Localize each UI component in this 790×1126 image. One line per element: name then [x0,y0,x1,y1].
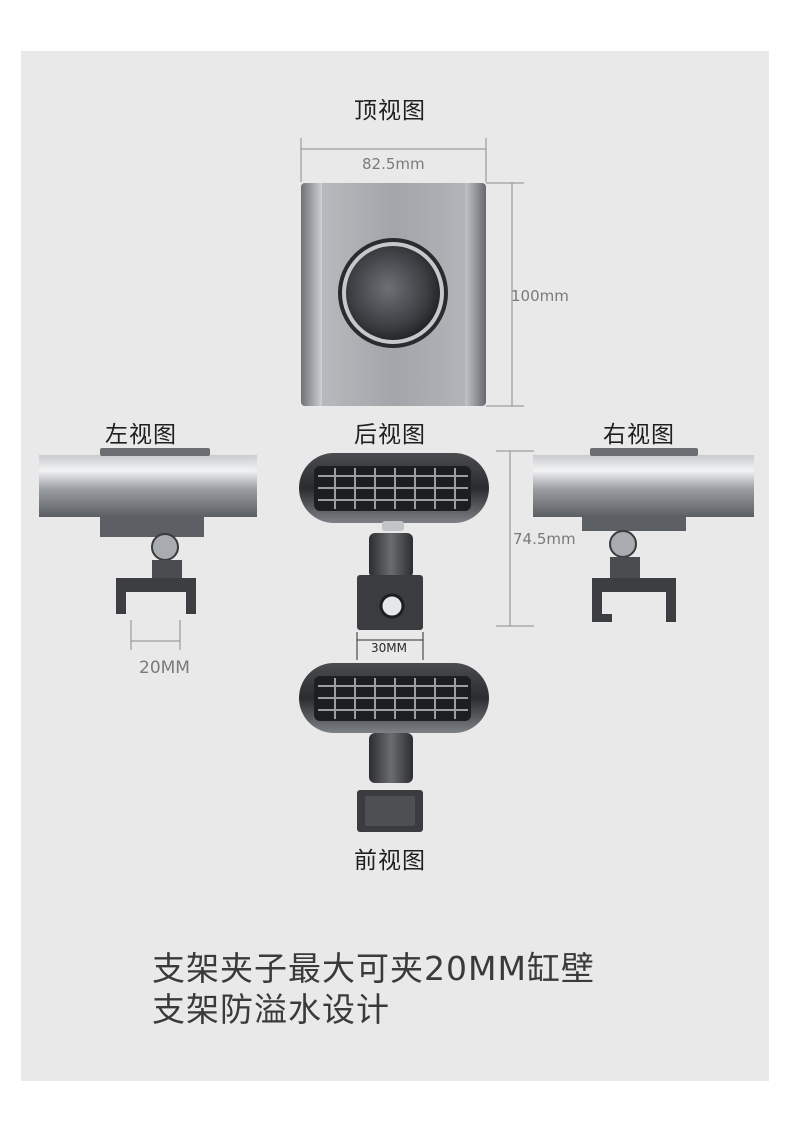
bracket-width-dimension-label: 30MM [371,641,407,655]
back-view-title: 后视图 [354,422,426,448]
right-view-title: 右视图 [603,422,675,448]
depth-dimension-label: 74.5mm [513,530,576,548]
height-dimension-label: 100mm [511,287,569,305]
caption-line-1: 支架夹子最大可夹20MM缸壁 [152,949,595,988]
top-view-title: 顶视图 [354,98,426,124]
width-dimension-label: 82.5mm [362,155,425,173]
left-view-drawing [39,448,257,650]
front-view-drawing [299,663,489,832]
top-view-drawing [300,138,524,407]
caption-line-2: 支架防溢水设计 [152,990,390,1029]
front-view-title: 前视图 [354,848,426,874]
clamp-gap-dimension-label: 20MM [139,658,190,678]
left-view-title: 左视图 [105,422,177,448]
right-view-drawing [496,448,754,627]
back-view-drawing [299,453,489,660]
